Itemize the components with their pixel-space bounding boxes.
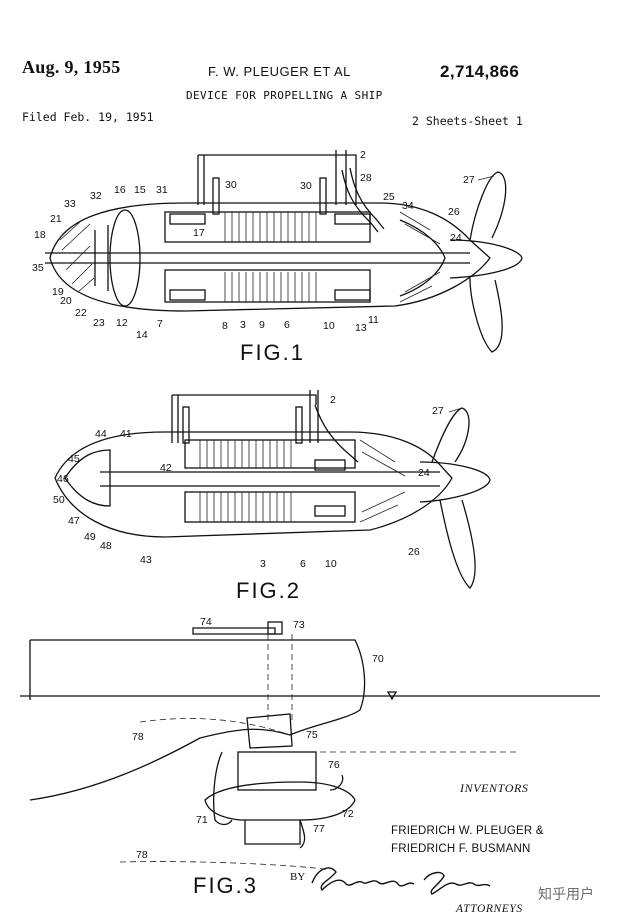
filed-date: Filed Feb. 19, 1951 xyxy=(22,110,154,124)
inventor-short: F. W. PLEUGER ET AL xyxy=(208,64,351,79)
figure-2-label: FIG.2 xyxy=(236,578,302,603)
svg-text:75: 75 xyxy=(306,729,318,741)
fig1-reference-numbers: 2 28 30 30 27 33 32 16 15 31 17 25 34 26… xyxy=(32,149,495,341)
svg-text:72: 72 xyxy=(342,808,354,820)
svg-text:77: 77 xyxy=(313,823,325,835)
svg-text:35: 35 xyxy=(32,262,44,274)
svg-text:12: 12 xyxy=(116,317,128,329)
svg-text:43: 43 xyxy=(140,554,152,566)
svg-text:30: 30 xyxy=(300,180,312,192)
svg-text:50: 50 xyxy=(53,494,65,506)
svg-text:42: 42 xyxy=(160,462,172,474)
svg-text:6: 6 xyxy=(300,558,306,570)
svg-text:33: 33 xyxy=(64,198,76,210)
svg-text:22: 22 xyxy=(75,307,87,319)
svg-text:11: 11 xyxy=(368,314,379,326)
svg-text:27: 27 xyxy=(432,405,444,417)
patent-title: DEVICE FOR PROPELLING A SHIP xyxy=(186,89,383,102)
fig3-reference-numbers: 74 73 70 78 75 76 71 72 77 78 xyxy=(132,616,384,861)
svg-text:2: 2 xyxy=(330,394,336,406)
figure-1-label: FIG.1 xyxy=(240,340,306,365)
svg-text:31: 31 xyxy=(156,184,168,196)
svg-text:6: 6 xyxy=(284,319,290,331)
svg-text:15: 15 xyxy=(134,184,146,196)
svg-text:13: 13 xyxy=(355,322,367,334)
inventor-name-2: FRIEDRICH F. BUSMANN xyxy=(391,843,531,855)
svg-text:74: 74 xyxy=(200,616,212,628)
svg-text:71: 71 xyxy=(196,814,208,826)
svg-text:45: 45 xyxy=(68,453,80,465)
svg-text:24: 24 xyxy=(450,232,462,244)
fig2-drawing xyxy=(54,390,491,589)
fig1-drawing xyxy=(45,150,523,353)
svg-text:28: 28 xyxy=(360,172,372,184)
figure-3-label: FIG.3 xyxy=(193,873,259,898)
svg-text:48: 48 xyxy=(100,540,112,552)
svg-text:10: 10 xyxy=(325,558,337,570)
svg-text:46: 46 xyxy=(57,473,69,485)
sheet-info: 2 Sheets-Sheet 1 xyxy=(412,114,523,128)
svg-text:30: 30 xyxy=(225,179,237,191)
svg-text:32: 32 xyxy=(90,190,102,202)
svg-text:49: 49 xyxy=(84,531,96,543)
svg-text:9: 9 xyxy=(259,319,265,331)
svg-text:8: 8 xyxy=(222,320,228,332)
svg-text:19: 19 xyxy=(52,286,64,298)
svg-text:34: 34 xyxy=(402,200,414,212)
svg-text:73: 73 xyxy=(293,619,305,631)
attorney-signature xyxy=(311,867,491,895)
watermark: 知乎用户 xyxy=(538,887,594,903)
fig3-drawing xyxy=(20,621,600,871)
svg-text:78: 78 xyxy=(132,731,144,743)
svg-text:3: 3 xyxy=(260,558,266,570)
svg-text:17: 17 xyxy=(193,227,205,239)
svg-text:26: 26 xyxy=(408,546,420,558)
inventors-label: INVENTORS xyxy=(460,781,529,795)
svg-text:44: 44 xyxy=(95,428,107,440)
svg-text:7: 7 xyxy=(157,318,163,330)
svg-text:21: 21 xyxy=(50,213,62,225)
patent-date: Aug. 9, 1955 xyxy=(22,57,121,77)
svg-text:70: 70 xyxy=(372,653,384,665)
svg-text:14: 14 xyxy=(136,329,148,341)
svg-text:47: 47 xyxy=(68,515,80,527)
fig2-reference-numbers: 2 27 44 41 45 42 46 50 47 49 48 43 24 26… xyxy=(53,394,463,570)
svg-text:10: 10 xyxy=(323,320,335,332)
svg-text:27: 27 xyxy=(463,174,475,186)
svg-text:24: 24 xyxy=(418,467,430,479)
svg-text:2: 2 xyxy=(360,149,366,161)
patent-number: 2,714,866 xyxy=(440,62,520,81)
svg-text:25: 25 xyxy=(383,191,395,203)
by-label: BY xyxy=(290,871,306,883)
svg-text:26: 26 xyxy=(448,206,460,218)
attorneys-label: ATTORNEYS xyxy=(456,903,523,915)
svg-text:3: 3 xyxy=(240,319,246,331)
inventor-name-1: FRIEDRICH W. PLEUGER & xyxy=(391,825,544,837)
svg-text:20: 20 xyxy=(60,295,72,307)
svg-text:18: 18 xyxy=(34,229,46,241)
svg-text:23: 23 xyxy=(93,317,105,329)
svg-text:76: 76 xyxy=(328,759,340,771)
svg-text:16: 16 xyxy=(114,184,126,196)
svg-text:78: 78 xyxy=(136,849,148,861)
svg-text:41: 41 xyxy=(120,428,132,440)
